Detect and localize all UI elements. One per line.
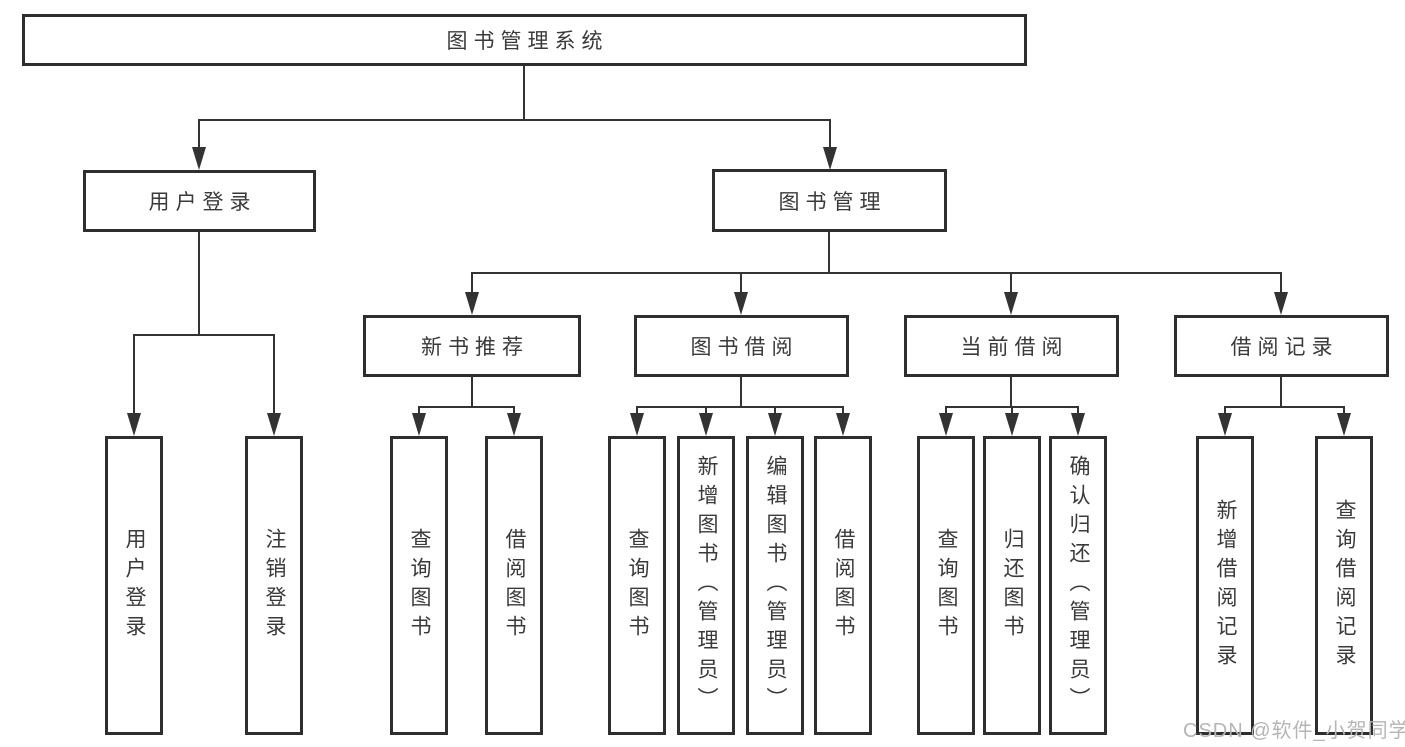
- arrow-down-icon: [127, 413, 141, 436]
- arrow-down-icon: [1005, 413, 1019, 436]
- connector-line: [829, 119, 831, 149]
- connector-line: [828, 232, 830, 274]
- connector-line: [1224, 406, 1226, 415]
- connector-line: [513, 406, 515, 415]
- connector-line: [705, 406, 707, 415]
- connector-line: [471, 377, 473, 407]
- arrow-down-icon: [267, 413, 281, 436]
- node-borrow-records-label: 借阅记录: [1230, 336, 1339, 359]
- leaf-borrow-books-1-label: 借阅图书: [503, 527, 526, 644]
- arrow-down-icon: [1071, 413, 1085, 436]
- leaf-query-books-2: 查询图书: [608, 436, 666, 735]
- arrow-down-icon: [192, 147, 206, 170]
- connector-line: [133, 334, 135, 414]
- arrow-down-icon: [1004, 292, 1018, 315]
- connector-line: [1010, 377, 1012, 407]
- connector-line: [774, 406, 776, 415]
- arrow-down-icon: [699, 413, 713, 436]
- arrow-down-icon: [1337, 413, 1351, 436]
- connector-line: [273, 334, 275, 414]
- arrow-down-icon: [939, 413, 953, 436]
- leaf-edit-books-admin-label: 编辑图书（管理员）: [764, 455, 787, 716]
- leaf-query-books-2-label: 查询图书: [626, 527, 649, 644]
- connector-line: [418, 406, 515, 408]
- connector-line: [842, 406, 844, 415]
- leaf-confirm-return-admin: 确认归还（管理员）: [1049, 436, 1107, 735]
- watermark-text: CSDN @软件_小贺同学: [1183, 720, 1405, 742]
- arrow-down-icon: [734, 292, 748, 315]
- leaf-logout: 注销登录: [245, 436, 303, 735]
- leaf-query-books-3-label: 查询图书: [935, 527, 958, 644]
- node-book-management: 图书管理: [712, 169, 947, 232]
- leaf-add-borrow-record-label: 新增借阅记录: [1214, 498, 1237, 673]
- arrow-down-icon: [1218, 413, 1232, 436]
- node-root-label: 图书管理系统: [446, 30, 609, 53]
- connector-line: [418, 406, 420, 415]
- connector-line: [636, 406, 844, 408]
- leaf-user-login-label: 用户登录: [123, 527, 146, 644]
- arrow-down-icon: [836, 413, 850, 436]
- arrow-down-icon: [412, 413, 426, 436]
- connector-line: [198, 232, 200, 336]
- node-borrow-records: 借阅记录: [1174, 315, 1389, 377]
- connector-line: [1224, 406, 1345, 408]
- arrow-down-icon: [630, 413, 644, 436]
- leaf-query-borrow-record-label: 查询借阅记录: [1333, 498, 1356, 673]
- node-new-book-recommend: 新书推荐: [363, 315, 581, 377]
- connector-line: [740, 377, 742, 407]
- arrow-down-icon: [465, 292, 479, 315]
- leaf-add-borrow-record: 新增借阅记录: [1196, 436, 1254, 735]
- node-current-borrow: 当前借阅: [904, 315, 1119, 377]
- connector-line: [198, 119, 200, 149]
- leaf-edit-books-admin: 编辑图书（管理员）: [746, 436, 804, 735]
- node-user-login-label: 用户登录: [148, 191, 257, 214]
- leaf-borrow-books-1: 借阅图书: [485, 436, 543, 735]
- connector-line: [471, 272, 473, 294]
- leaf-add-books-admin: 新增图书（管理员）: [677, 436, 735, 735]
- arrow-down-icon: [507, 413, 521, 436]
- connector-line: [1011, 406, 1013, 415]
- leaf-user-login: 用户登录: [105, 436, 163, 735]
- node-new-book-recommend-label: 新书推荐: [421, 336, 529, 359]
- connector-line: [740, 272, 742, 294]
- connector-line: [636, 406, 638, 415]
- connector-line: [1280, 272, 1282, 294]
- connector-line: [133, 334, 275, 336]
- arrow-down-icon: [823, 147, 837, 170]
- leaf-return-books-label: 归还图书: [1001, 527, 1024, 644]
- leaf-query-books-3: 查询图书: [917, 436, 975, 735]
- node-user-login: 用户登录: [83, 170, 316, 232]
- arrow-down-icon: [768, 413, 782, 436]
- node-book-borrow-label: 图书借阅: [690, 336, 799, 359]
- leaf-query-books-1: 查询图书: [390, 436, 448, 735]
- node-root: 图书管理系统: [22, 14, 1027, 66]
- connector-line: [1343, 406, 1345, 415]
- node-book-management-label: 图书管理: [778, 190, 887, 214]
- connector-line: [1077, 406, 1079, 415]
- connector-line: [1010, 272, 1012, 294]
- arrow-down-icon: [1274, 292, 1288, 315]
- connector-line: [1280, 377, 1282, 407]
- node-current-borrow-label: 当前借阅: [960, 336, 1069, 359]
- leaf-borrow-books-2: 借阅图书: [814, 436, 872, 735]
- leaf-return-books: 归还图书: [983, 436, 1041, 735]
- leaf-confirm-return-admin-label: 确认归还（管理员）: [1067, 455, 1090, 716]
- leaf-add-books-admin-label: 新增图书（管理员）: [695, 455, 718, 716]
- node-book-borrow: 图书借阅: [634, 315, 849, 377]
- connector-line: [945, 406, 947, 415]
- leaf-borrow-books-2-label: 借阅图书: [832, 527, 855, 644]
- leaf-logout-label: 注销登录: [263, 527, 286, 644]
- leaf-query-books-1-label: 查询图书: [408, 527, 431, 644]
- leaf-query-borrow-record: 查询借阅记录: [1315, 436, 1373, 735]
- connector-line: [198, 119, 831, 121]
- connector-line: [523, 66, 525, 120]
- connector-line: [471, 272, 1282, 274]
